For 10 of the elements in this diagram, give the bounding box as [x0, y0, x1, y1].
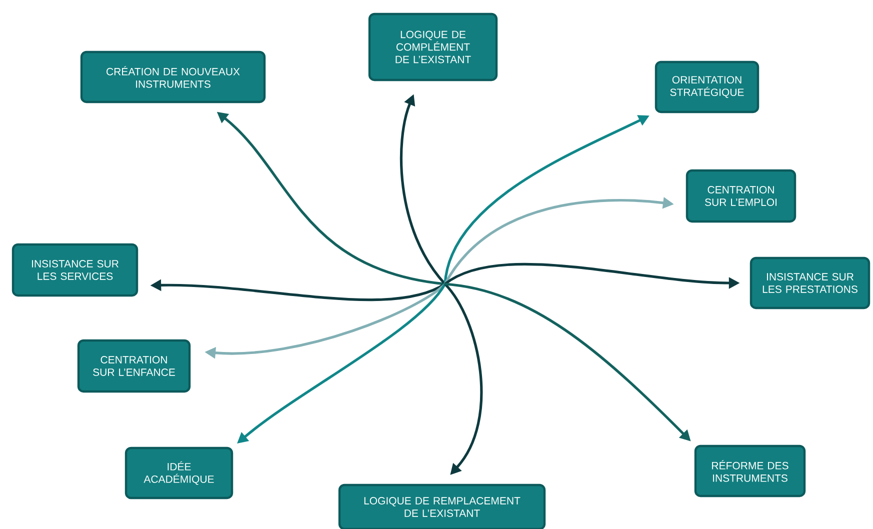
text-box: CENTRATION SUR L’EMPLOI	[686, 169, 796, 223]
text-box: INSISTANCE SUR LES PRESTATIONS	[750, 256, 870, 310]
text-box: LOGIQUE DE COMPLÉMENT DE L’EXISTANT	[368, 12, 498, 82]
text-box: ORIENTATION STRATÉGIQUE	[654, 60, 760, 114]
text-box: INSISTANCE SUR LES SERVICES	[12, 243, 138, 297]
text-box: IDÉE ACADÉMIQUE	[124, 446, 234, 500]
text-box: CENTRATION SUR L’ENFANCE	[77, 339, 191, 393]
text-box: LOGIQUE DE REMPLACEMENT DE L’EXISTANT	[338, 484, 546, 529]
text-box: RÉFORME DES INSTRUMENTS	[694, 444, 806, 498]
text-box: CRÉATION DE NOUVEAUX INSTRUMENTS	[80, 50, 266, 104]
